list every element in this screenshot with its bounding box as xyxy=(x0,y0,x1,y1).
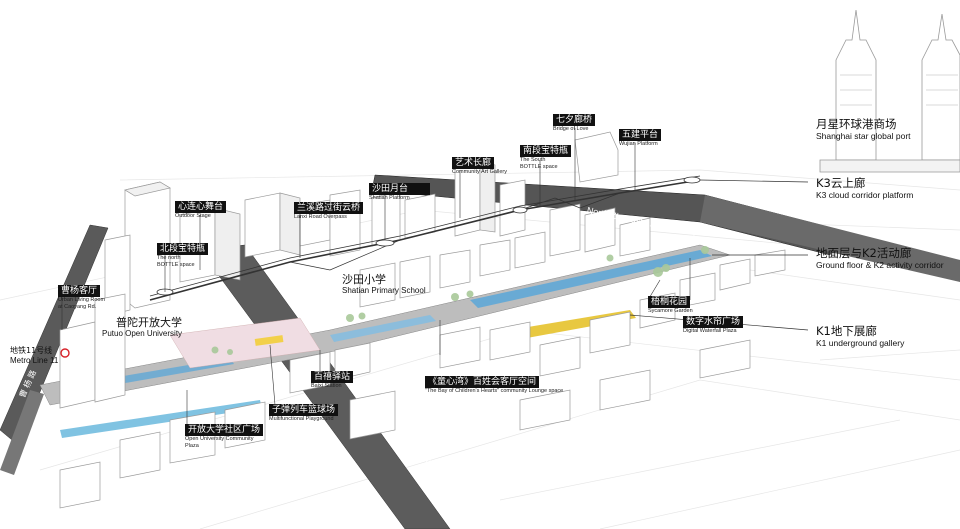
place-metro-line-11: 地铁11号线 Metro Line 11 xyxy=(10,346,58,366)
tag-cn: 曹杨客厅 xyxy=(58,285,101,297)
layer-cn: K1地下展廊 xyxy=(816,324,877,338)
tag-cn: 《童心湾》百姓会客厅空间 xyxy=(425,376,540,388)
tag-wujian-platform: 五建平台 Wujian Platform xyxy=(619,122,662,148)
layer-en: Shanghai star global port xyxy=(816,131,911,141)
place-en: Shatian Primary School xyxy=(342,286,426,295)
tag-en: Multifunctional Playground xyxy=(269,416,334,422)
tag-cn: 开放大学社区广场 xyxy=(185,424,264,436)
place-en: Metro Line 11 xyxy=(10,356,59,365)
k1-underground-west xyxy=(60,400,262,438)
tag-en-2: Plaza xyxy=(185,443,199,449)
tag-caoyang-living-room: 曹杨客厅 Urban Living Room at Caoyang Rd. xyxy=(58,278,105,311)
tag-outdoor-stage: 心连心舞台 Outdoor Stage xyxy=(175,194,227,220)
tag-cn: 心连心舞台 xyxy=(175,201,227,213)
k3-cloud-corridor xyxy=(149,175,701,301)
tag-en: Sycamore Garden xyxy=(648,308,693,314)
layer-en: K1 underground gallery xyxy=(816,338,905,348)
tag-cn: 五建平台 xyxy=(619,129,662,141)
tag-en: Lanxi Road Overpass xyxy=(294,214,347,220)
tag-en: The South xyxy=(520,157,546,163)
layer-en: Ground floor & K2 activity corridor xyxy=(816,260,944,270)
tag-cn: 沙田月台 xyxy=(369,183,431,195)
tag-cn: 七夕廊桥 xyxy=(553,114,596,126)
tag-en: The north xyxy=(157,255,181,261)
place-shatian-school: 沙田小学 Shatian Primary School xyxy=(342,273,426,296)
tag-shatian-platform: 沙田月台 Shatian Platform xyxy=(369,176,431,202)
metro-icon xyxy=(60,348,70,358)
tag-sycamore-garden: 梧桐花园 Sycamore Garden xyxy=(648,289,693,315)
layer-cn: 地面层与K2活动廊 xyxy=(816,246,912,260)
tag-leader-lines xyxy=(61,128,691,428)
tag-en: Community Art Gallery xyxy=(452,169,508,175)
tag-en: "The Bay of Children's Hearts" community… xyxy=(425,388,564,394)
caoyang-road-lower xyxy=(0,390,44,475)
tag-cn: 百禧驿站 xyxy=(311,371,354,383)
zhongshan-road-east xyxy=(700,195,960,282)
tag-en: Shatian Platform xyxy=(369,195,410,201)
place-cn: 普陀开放大学 xyxy=(116,316,182,329)
tag-en: Baixi Station xyxy=(311,383,342,389)
tag-en: Bridge of Love xyxy=(553,126,589,132)
tag-cn: 北段宝特瓶 xyxy=(157,243,209,255)
tag-baixi-station: 百禧驿站 Baixi Station xyxy=(311,364,354,390)
k2-water-strip-east xyxy=(470,250,712,308)
tag-south-bottle: 南段宝特瓶 The South BOTTLE space xyxy=(520,138,572,171)
tag-open-university-plaza: 开放大学社区广场 Open University Community Plaza xyxy=(185,417,264,450)
layer-cn: K3云上廊 xyxy=(816,176,866,190)
tag-en-2: BOTTLE space xyxy=(157,262,195,268)
tag-en-2: BOTTLE space xyxy=(520,164,558,170)
tag-cn: 数字水帘广场 xyxy=(683,316,744,328)
bullet-train-court xyxy=(254,335,284,346)
place-cn: 地铁11号线 xyxy=(10,346,53,355)
tag-cn: 兰溪路过街云桥 xyxy=(294,202,364,214)
trees xyxy=(211,246,709,355)
tag-en: Digital Waterfall Plaza xyxy=(683,328,737,334)
place-cn: 沙田小学 xyxy=(342,273,386,286)
layer-en: K3 cloud corridor platform xyxy=(816,190,914,200)
tag-en: Outdoor Stage xyxy=(175,213,211,219)
tag-cn: 艺术长廊 xyxy=(452,157,495,169)
layer-label-global-port: 月星环球港商场 Shanghai star global port xyxy=(816,117,911,142)
tag-art-gallery: 艺术长廊 Community Art Gallery xyxy=(452,150,507,176)
global-port-towers xyxy=(819,9,960,173)
tag-en: Urban Living Room xyxy=(58,297,106,303)
place-putuo-open-university: 普陀开放大学 Putuo Open University xyxy=(102,316,182,339)
buildings xyxy=(59,131,786,509)
layer-label-k1: K1地下展廊 K1 underground gallery xyxy=(816,324,904,349)
tag-cn: 南段宝特瓶 xyxy=(520,145,572,157)
layer-label-k3: K3云上廊 K3 cloud corridor platform xyxy=(816,176,913,201)
tag-cn: 子弹列车篮球场 xyxy=(269,404,339,416)
tag-en: Open University Community xyxy=(185,436,254,442)
tag-multifunctional-playground: 子弹列车篮球场 Multifunctional Playground xyxy=(269,397,339,423)
k2-water-strip-mid xyxy=(330,315,436,342)
tag-en: Wujian Platform xyxy=(619,141,658,147)
tag-en-2: at Caoyang Rd. xyxy=(58,304,97,310)
tag-digital-waterfall: 数字水帘广场 Digital Waterfall Plaza xyxy=(683,309,744,335)
layer-label-k2: 地面层与K2活动廊 Ground floor & K2 activity cor… xyxy=(816,246,944,271)
tag-bridge-of-love: 七夕廊桥 Bridge of Love xyxy=(553,107,596,133)
tag-childrens-bay: 《童心湾》百姓会客厅空间 "The Bay of Children's Hear… xyxy=(425,369,563,395)
tag-cn: 梧桐花园 xyxy=(648,296,691,308)
place-en: Putuo Open University xyxy=(102,329,183,338)
layer-cn: 月星环球港商场 xyxy=(816,117,897,131)
tag-north-bottle: 北段宝特瓶 The north BOTTLE space xyxy=(157,236,209,269)
tag-lanxi-overpass: 兰溪路过街云桥 Lanxi Road Overpass xyxy=(294,195,364,221)
